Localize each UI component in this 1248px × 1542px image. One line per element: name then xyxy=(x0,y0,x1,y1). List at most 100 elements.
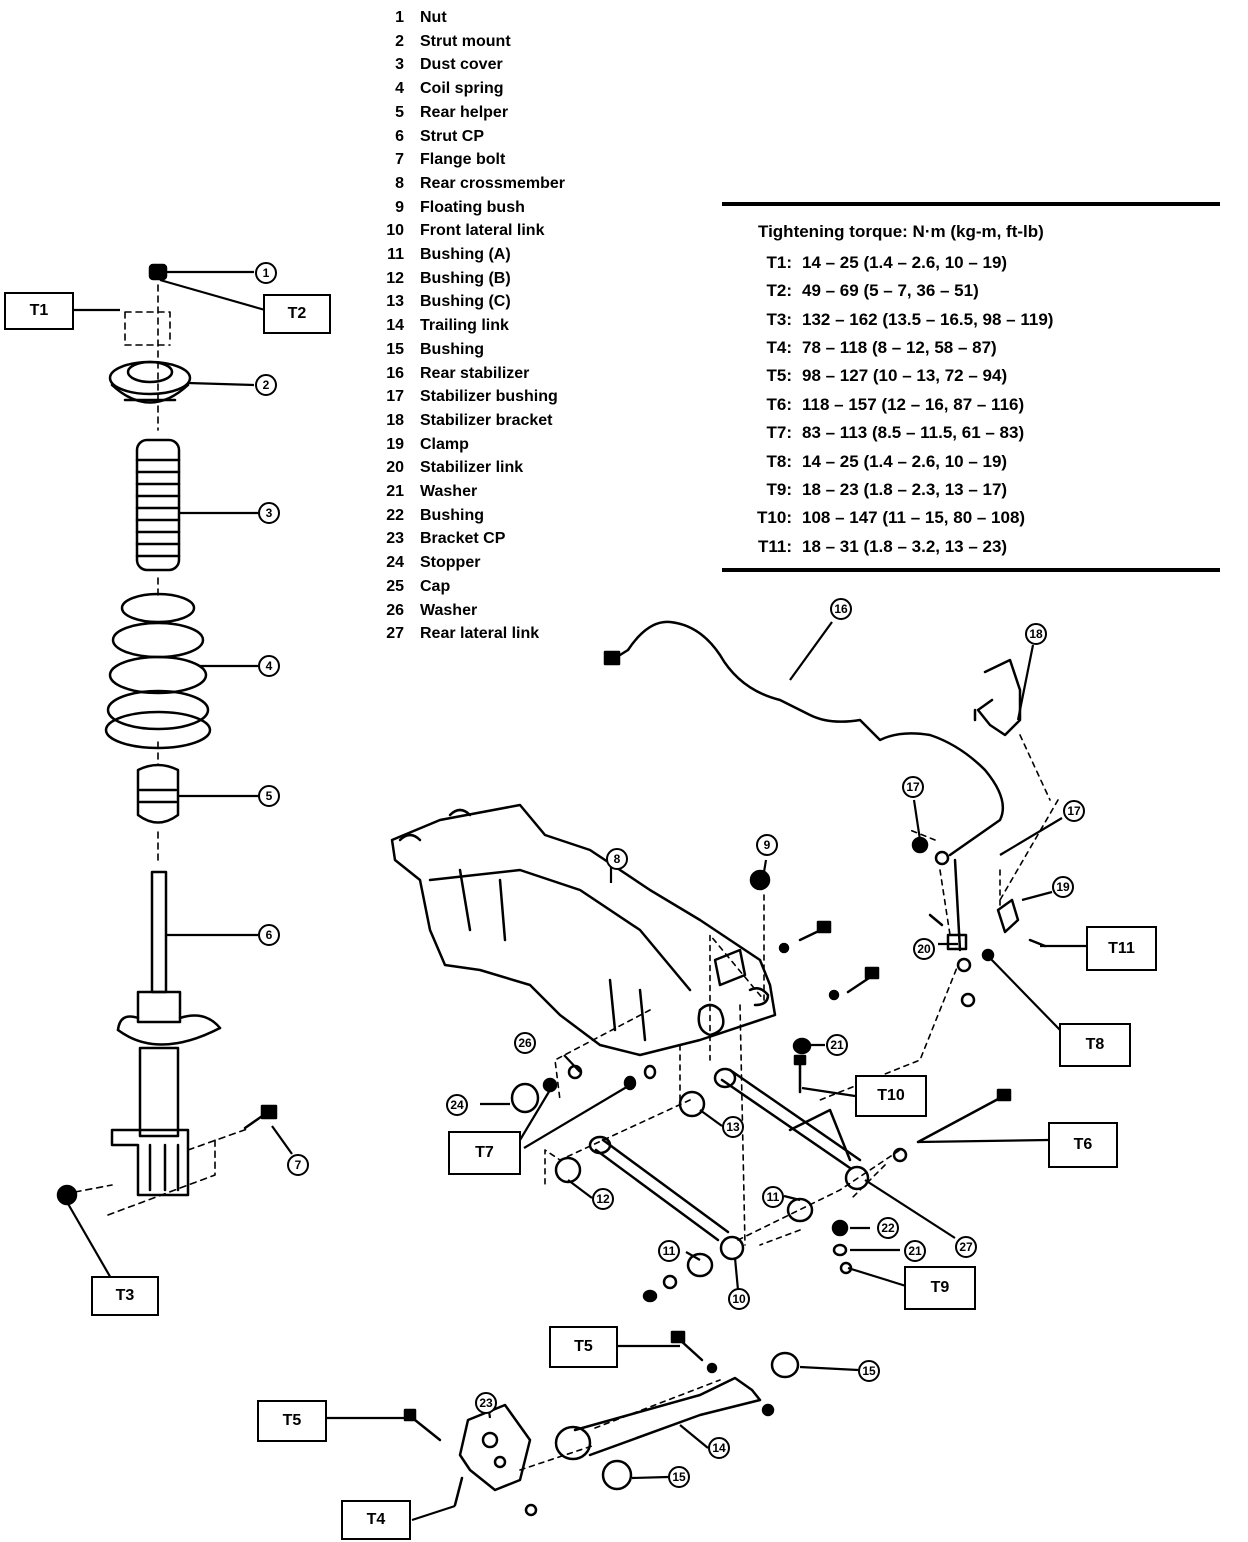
torque-row: T2: 49 – 69 (5 – 7, 36 – 51) xyxy=(746,281,979,301)
part-number: 27 xyxy=(386,625,404,643)
part-number: 8 xyxy=(395,174,404,192)
torque-code: T10: xyxy=(757,508,792,527)
part-name: Dust cover xyxy=(420,56,503,74)
part-number: 19 xyxy=(386,435,404,453)
callout-17-left: 17 xyxy=(902,776,924,798)
flange-bolt xyxy=(243,1104,278,1130)
callout-9: 9 xyxy=(756,834,778,856)
part-number: 14 xyxy=(386,317,404,335)
torque-label-t5-lower: T5 xyxy=(257,1400,327,1442)
torque-table-title: Tightening torque: N·m (kg-m, ft-lb) xyxy=(758,222,1044,241)
part-name: Nut xyxy=(420,9,447,26)
callout-14: 14 xyxy=(708,1437,730,1459)
part-number: 6 xyxy=(395,127,404,145)
torque-code: T2: xyxy=(766,281,793,300)
callout-11-upper: 11 xyxy=(762,1186,784,1208)
callout-26: 26 xyxy=(514,1032,536,1054)
torque-value: 18 – 31 (1.8 – 3.2, 13 – 23) xyxy=(802,537,1008,556)
torque-row: T7: 83 – 113 (8.5 – 11.5, 61 – 83) xyxy=(746,423,1025,443)
torque-row: T1: 14 – 25 (1.4 – 2.6, 10 – 19) xyxy=(746,253,1008,273)
strut-nut xyxy=(148,263,168,281)
torque-label-t3: T3 xyxy=(91,1276,159,1316)
torque-label-t2: T2 xyxy=(263,294,331,334)
torque-value: 83 – 113 (8.5 – 11.5, 61 – 83) xyxy=(802,423,1025,442)
part-name: Bushing xyxy=(420,340,484,358)
part-name: Front lateral link xyxy=(420,222,545,240)
torque-row: T5: 98 – 127 (10 – 13, 72 – 94) xyxy=(746,366,1008,386)
part-name: Washer xyxy=(420,483,478,501)
parts-list-row: 20 Stabilizer link xyxy=(380,456,565,480)
part-name: Rear crossmember xyxy=(420,174,565,192)
torque-label-t1: T1 xyxy=(4,292,74,330)
part-number: 22 xyxy=(386,506,404,524)
torque-label-t5-upper: T5 xyxy=(549,1326,618,1368)
bolts xyxy=(778,913,944,1094)
part-name: Stopper xyxy=(420,554,481,572)
torque-label-t11: T11 xyxy=(1086,926,1157,971)
callout-13: 13 xyxy=(722,1116,744,1138)
part-number: 20 xyxy=(386,459,404,477)
part-number: 24 xyxy=(386,554,404,572)
callout-21-upper: 21 xyxy=(826,1034,848,1056)
torque-value: 98 – 127 (10 – 13, 72 – 94) xyxy=(802,366,1008,385)
torque-value: 18 – 23 (1.8 – 2.3, 13 – 17) xyxy=(802,480,1008,499)
part-number: 1 xyxy=(395,9,404,26)
parts-list-row: 15 Bushing xyxy=(380,338,565,362)
part-name: Coil spring xyxy=(420,80,504,98)
torque-label-t7: T7 xyxy=(448,1131,521,1175)
torque-code: T3: xyxy=(766,310,793,329)
torque-value: 118 – 157 (12 – 16, 87 – 116) xyxy=(802,395,1025,414)
strut-mount xyxy=(108,360,192,404)
callout-22: 22 xyxy=(877,1217,899,1239)
callout-11-lower: 11 xyxy=(658,1240,680,1262)
torque-value: 14 – 25 (1.4 – 2.6, 10 – 19) xyxy=(802,253,1008,272)
part-name: Stabilizer link xyxy=(420,459,524,477)
trailing-link xyxy=(554,1351,800,1491)
part-name: Bracket CP xyxy=(420,530,506,548)
part-number: 21 xyxy=(386,483,404,501)
parts-list-row: 1 Nut xyxy=(380,6,565,30)
coil-spring xyxy=(104,592,212,750)
part-number: 18 xyxy=(386,411,404,429)
torque-code: T5: xyxy=(766,366,793,385)
torque-row: T11:18 – 31 (1.8 – 3.2, 13 – 23) xyxy=(746,537,1007,557)
callout-5: 5 xyxy=(258,785,280,807)
torque-row: T3:132 – 162 (13.5 – 16.5, 98 – 119) xyxy=(746,310,1054,330)
parts-list-row: 26 Washer xyxy=(380,599,565,623)
parts-list-row: 25 Cap xyxy=(380,575,565,599)
part-name: Bushing (A) xyxy=(420,246,511,264)
part-number: 26 xyxy=(386,601,404,619)
bracket-cp xyxy=(458,1403,532,1492)
torque-value: 49 – 69 (5 – 7, 36 – 51) xyxy=(802,281,979,300)
part-name: Floating bush xyxy=(420,198,525,216)
torque-row: T9:18 – 23 (1.8 – 2.3, 13 – 17) xyxy=(746,480,1008,500)
part-number: 25 xyxy=(386,577,404,595)
part-name: Rear stabilizer xyxy=(420,364,530,382)
parts-list-row: 21 Washer xyxy=(380,480,565,504)
part-name: Trailing link xyxy=(420,317,509,335)
callout-3: 3 xyxy=(258,502,280,524)
stabilizer-clamp xyxy=(996,898,1047,948)
stabilizer-link xyxy=(946,858,976,1008)
torque-code: T1: xyxy=(766,253,793,272)
part-name: Washer xyxy=(420,601,478,619)
torque-value: 78 – 118 (8 – 12, 58 – 87) xyxy=(802,338,997,357)
callout-20: 20 xyxy=(913,938,935,960)
part-number: 9 xyxy=(395,198,404,216)
part-name: Cap xyxy=(420,577,451,595)
rear-crossmember xyxy=(390,803,777,1057)
part-name: Strut mount xyxy=(420,32,511,50)
parts-list-row: 9 Floating bush xyxy=(380,196,565,220)
torque-code: T4: xyxy=(766,338,793,357)
torque-table: Tightening torque: N·m (kg-m, ft-lb) T1:… xyxy=(722,202,1220,572)
torque-code: T7: xyxy=(766,423,793,442)
part-number: 15 xyxy=(386,340,404,358)
callout-6: 6 xyxy=(258,924,280,946)
